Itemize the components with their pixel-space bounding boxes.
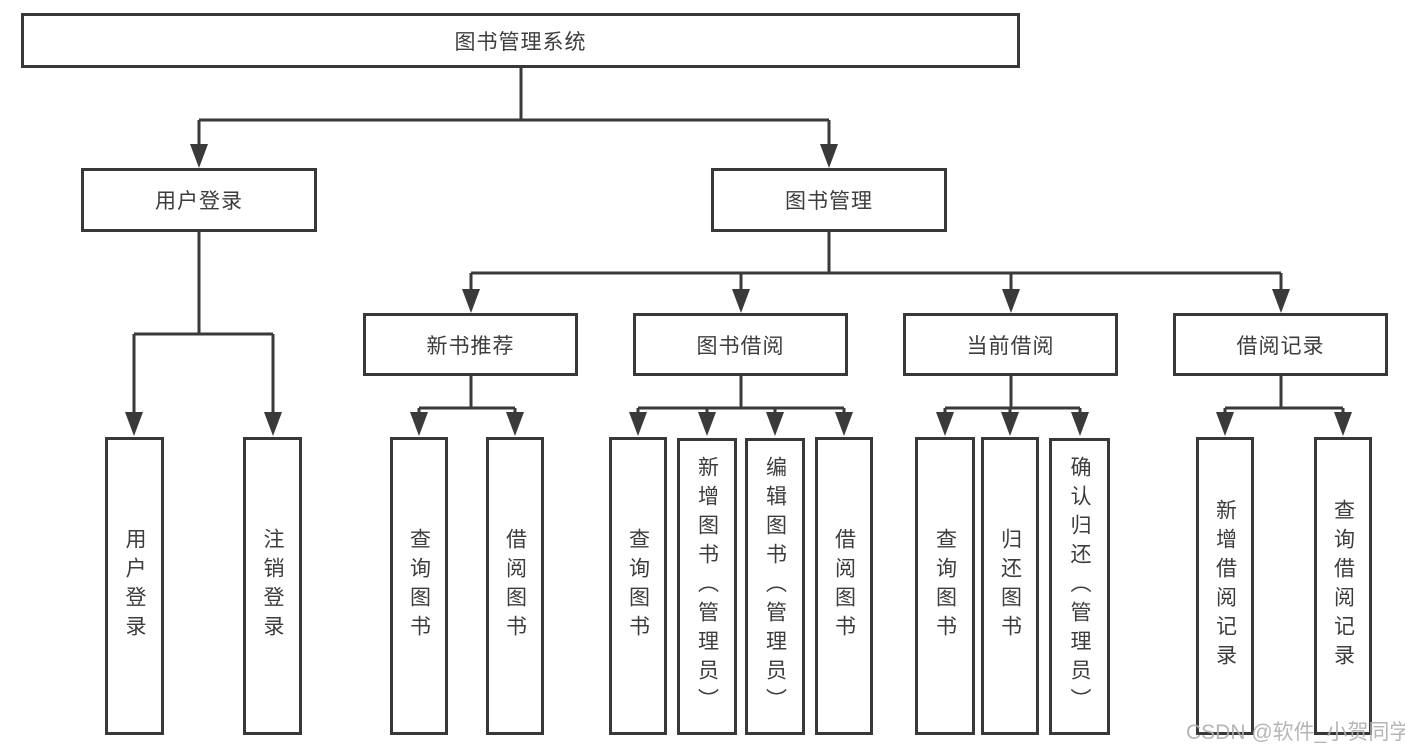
node-label: 查询图书 bbox=[407, 528, 431, 644]
node-bb-edit-books-admin: 编辑图书（管理员） bbox=[745, 438, 805, 735]
node-bb-query-books: 查询图书 bbox=[609, 437, 667, 735]
node-label: 查询图书 bbox=[626, 528, 650, 644]
connector-book-borrowing-to-leaves bbox=[629, 376, 853, 436]
node-book-management: 图书管理 bbox=[711, 168, 947, 232]
node-label: 新书推荐 bbox=[426, 334, 515, 358]
node-bb-borrow-books: 借阅图书 bbox=[815, 437, 873, 735]
node-br-query-record: 查询借阅记录 bbox=[1314, 437, 1372, 735]
node-cb-return-books: 归还图书 bbox=[981, 437, 1039, 735]
connector-user-login-to-leaves bbox=[125, 232, 282, 436]
connector-borrowing-records-to-leaves bbox=[1216, 376, 1352, 436]
node-nbr-borrow-books: 借阅图书 bbox=[486, 437, 544, 735]
connector-new-book-recommendation-to-leaves bbox=[410, 376, 524, 436]
watermark: CSDN @软件_小贺同学 bbox=[1186, 721, 1405, 744]
node-label: 新增借阅记录 bbox=[1213, 499, 1237, 673]
node-label: 用户登录 bbox=[123, 528, 146, 644]
node-root: 图书管理系统 bbox=[21, 13, 1020, 68]
node-nbr-query-books: 查询图书 bbox=[390, 437, 448, 735]
node-label: 归还图书 bbox=[998, 528, 1022, 644]
connector-current-borrowing-to-leaves bbox=[936, 376, 1089, 436]
connector-book-management-to-level3 bbox=[462, 232, 1290, 313]
node-label: 借阅记录 bbox=[1236, 334, 1325, 358]
node-label: 用户登录 bbox=[155, 190, 243, 213]
node-label: 注销登录 bbox=[261, 528, 284, 644]
node-label: 编辑图书（管理员） bbox=[763, 456, 787, 717]
node-leaf-user-login: 用户登录 bbox=[105, 437, 164, 735]
node-label: 图书借阅 bbox=[696, 334, 785, 358]
node-label: 借阅图书 bbox=[503, 528, 527, 644]
node-book-borrowing: 图书借阅 bbox=[633, 313, 848, 376]
node-label: 查询借阅记录 bbox=[1331, 499, 1355, 673]
node-bb-add-books-admin: 新增图书（管理员） bbox=[677, 438, 737, 735]
node-label: 确认归还（管理员） bbox=[1068, 456, 1091, 717]
node-new-book-recommendation: 新书推荐 bbox=[363, 313, 578, 376]
node-borrowing-records: 借阅记录 bbox=[1173, 313, 1388, 376]
node-current-borrowing: 当前借阅 bbox=[903, 313, 1118, 376]
connector-root-to-level2 bbox=[190, 67, 838, 168]
node-label: 查询图书 bbox=[933, 528, 957, 644]
node-label: 图书管理 bbox=[785, 190, 873, 213]
node-br-add-record: 新增借阅记录 bbox=[1196, 437, 1254, 735]
node-cb-query-books: 查询图书 bbox=[915, 437, 975, 735]
node-leaf-logout: 注销登录 bbox=[243, 437, 302, 735]
node-label: 新增图书（管理员） bbox=[695, 456, 719, 717]
node-cb-confirm-return-admin: 确认归还（管理员） bbox=[1049, 438, 1110, 735]
node-user-login: 用户登录 bbox=[81, 168, 317, 232]
node-label: 当前借阅 bbox=[966, 334, 1055, 358]
node-label: 图书管理系统 bbox=[454, 30, 587, 54]
node-label: 借阅图书 bbox=[832, 528, 856, 644]
